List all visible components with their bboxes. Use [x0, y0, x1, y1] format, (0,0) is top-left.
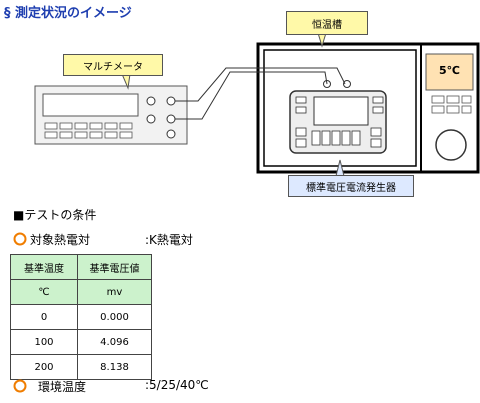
table-header-voltage: 基準電圧値: [77, 254, 152, 280]
conditions-heading: ■テストの条件: [13, 208, 97, 222]
thermocouple-wires: [175, 67, 346, 120]
multimeter-label: マルチメータ: [63, 54, 163, 76]
table-row: 100 4.096: [10, 329, 152, 355]
ambient-label: 環境温度: [38, 380, 87, 394]
bullet-circle-icon: [13, 378, 27, 393]
dial-knob: [435, 129, 467, 161]
table-cell: 0.000: [77, 304, 152, 330]
table-cell: 200: [10, 354, 78, 380]
temperature-display: [425, 53, 474, 91]
ambient-value: :5/25/40℃: [145, 378, 209, 392]
table-row: 0 0.000: [10, 304, 152, 330]
multimeter-device: [34, 85, 188, 145]
table-unit-temp: ℃: [10, 279, 78, 305]
table-unit-voltage: mv: [77, 279, 152, 305]
bullet-circle-icon: [13, 231, 27, 246]
table-row: 200 8.138: [10, 354, 152, 380]
table-cell: 100: [10, 329, 78, 355]
voltage-source-device: [289, 80, 387, 154]
reference-table: 基準温度 基準電圧値 ℃ mv 0 0.000 100 4.096 200 8.…: [10, 254, 152, 380]
target-value: :K熱電対: [145, 233, 193, 247]
thermostat-label: 恒温槽: [286, 11, 368, 35]
table-unit-row: ℃ mv: [10, 279, 152, 305]
table-cell: 4.096: [77, 329, 152, 355]
table-cell: 8.138: [77, 354, 152, 380]
table-header-row: 基準温度 基準電圧値: [10, 254, 152, 280]
table-cell: 0: [10, 304, 78, 330]
temperature-readout: 5℃: [439, 64, 460, 77]
measurement-diagram: [34, 32, 480, 177]
target-label: 対象熱電対: [30, 233, 91, 247]
page-title: § 測定状況のイメージ: [4, 6, 132, 21]
voltage-source-label: 標準電圧電流発生器: [288, 175, 414, 197]
table-header-temp: 基準温度: [10, 254, 78, 280]
